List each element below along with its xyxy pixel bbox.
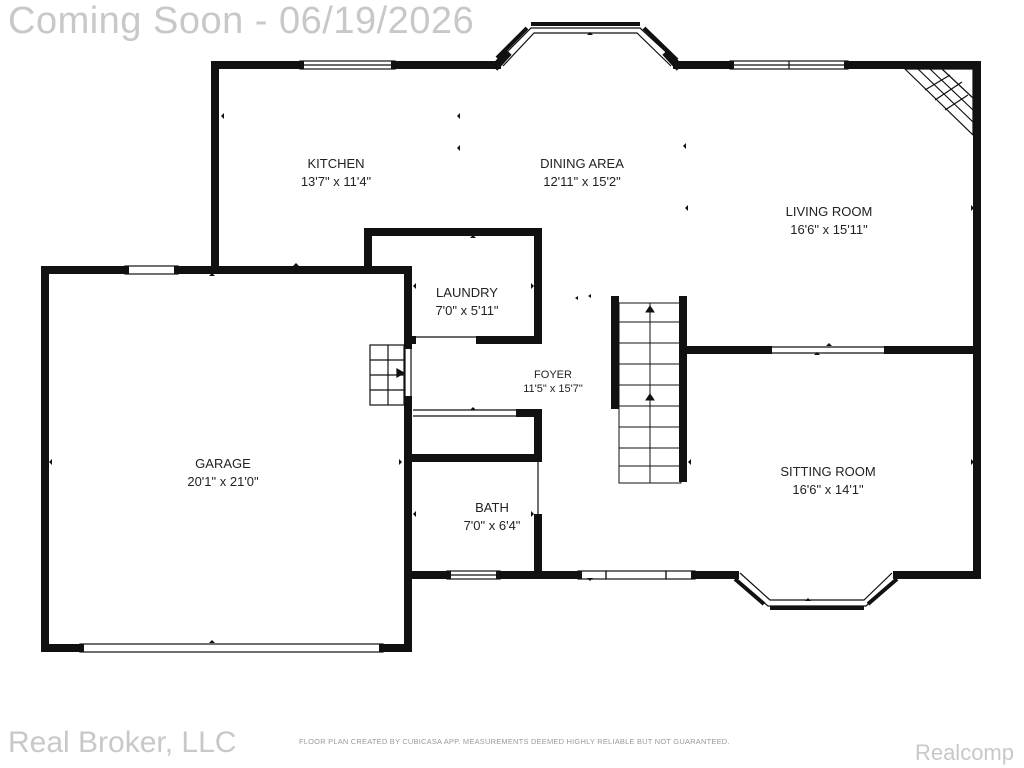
room-living-dims: 16'6" x 15'11" <box>790 222 868 237</box>
wall-laundry <box>404 228 542 344</box>
window-foyer-left <box>577 570 607 580</box>
garage-steps <box>369 344 406 406</box>
room-sitting: SITTING ROOM 16'6" x 14'1" <box>780 463 875 499</box>
wall-north-west <box>211 61 304 274</box>
wall-closet <box>364 228 412 274</box>
room-laundry-dims: 7'0" x 5'11" <box>435 303 499 318</box>
window-garage-north <box>124 265 179 275</box>
room-sitting-dims: 16'6" x 14'1" <box>792 482 864 497</box>
room-foyer-dims: 11'5" x 15'7" <box>523 383 583 395</box>
room-kitchen-name: KITCHEN <box>307 156 365 171</box>
room-living: LIVING ROOM 16'6" x 15'11" <box>786 203 873 239</box>
room-garage-name: GARAGE <box>195 456 251 471</box>
staircase <box>618 302 682 484</box>
room-dining: DINING AREA 12'11" x 15'2" <box>540 155 624 191</box>
coming-soon-watermark: Coming Soon - 06/19/2026 <box>8 0 475 42</box>
room-bath: BATH 7'0" x 6'4" <box>464 499 521 535</box>
window-foyer-right <box>665 570 696 580</box>
room-laundry: LAUNDRY 7'0" x 5'11" <box>435 284 498 320</box>
room-garage: GARAGE 20'1" x 21'0" <box>187 455 258 491</box>
room-laundry-name: LAUNDRY <box>436 285 498 300</box>
walls <box>41 49 981 652</box>
dimension-markers <box>49 32 974 643</box>
room-sitting-name: SITTING ROOM <box>780 464 876 479</box>
room-bath-dims: 7'0" x 6'4" <box>463 518 521 533</box>
room-kitchen: KITCHEN 13'7" x 11'4" <box>301 155 371 191</box>
wall-bay-top-left <box>491 49 512 71</box>
room-garage-dims: 20'1" x 21'0" <box>187 474 259 489</box>
room-bath-name: BATH <box>475 500 509 515</box>
wall-foyer-closet <box>404 409 542 462</box>
room-living-name: LIVING ROOM <box>785 204 873 219</box>
windows <box>79 22 899 653</box>
bay-window-top <box>496 27 678 63</box>
room-foyer: FOYER 11'5" x 15'7" <box>523 368 583 396</box>
realcomp-watermark: Realcomp <box>914 740 1014 765</box>
fireplace <box>903 68 974 137</box>
wall-garage-east <box>379 396 412 652</box>
garage-door <box>79 643 384 653</box>
room-foyer-name: FOYER <box>534 369 572 381</box>
room-dining-name: DINING AREA <box>540 156 624 171</box>
broker-watermark: Real Broker, LLC <box>8 726 237 759</box>
floor-plan-disclaimer: FLOOR PLAN CREATED BY CUBICASA APP. MEAS… <box>299 737 730 746</box>
wall-north-east <box>844 61 981 579</box>
front-door <box>605 570 667 580</box>
room-kitchen-dims: 13'7" x 11'4" <box>300 174 372 189</box>
room-dining-dims: 12'11" x 15'2" <box>543 174 621 189</box>
wall-garage-west <box>41 266 129 652</box>
